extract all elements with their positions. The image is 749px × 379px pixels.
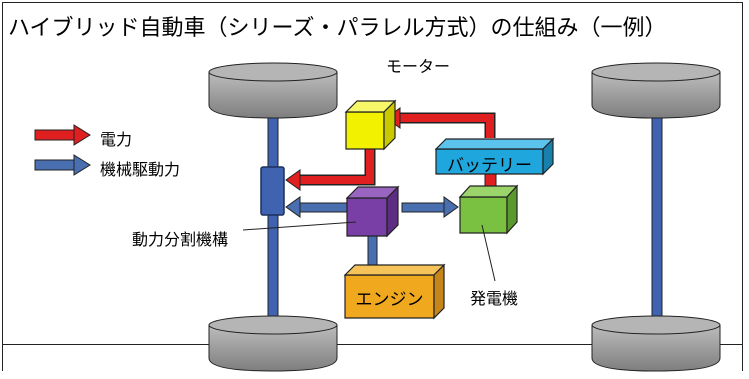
legend-mechanical-arrow bbox=[34, 154, 91, 176]
diagram-title: ハイブリッド自動車（シリーズ・パラレル方式）の仕組み（一例） bbox=[8, 16, 667, 41]
wheel-front-right bbox=[591, 62, 721, 119]
split-to-generator-arrowhead bbox=[443, 196, 459, 218]
motor-label: モーター bbox=[386, 57, 451, 76]
generator-leader-line bbox=[481, 224, 496, 282]
power-split-label: 動力分割機構 bbox=[132, 230, 229, 249]
engine-to-split-shaft bbox=[367, 235, 378, 267]
right-axle bbox=[651, 111, 663, 327]
wheel-rear-left bbox=[208, 315, 338, 372]
motor-cube bbox=[344, 99, 397, 151]
legend-electric-arrow bbox=[34, 124, 91, 146]
legend-electric-label: 電力 bbox=[100, 130, 133, 149]
split-to-axle-shaft bbox=[297, 202, 349, 213]
engine-label: エンジン bbox=[355, 290, 424, 310]
split-to-axle-arrowhead bbox=[285, 196, 301, 218]
power-split-leader-line bbox=[242, 221, 357, 231]
battery-label: バッテリー bbox=[447, 156, 532, 176]
power-split-cube bbox=[345, 185, 400, 238]
differential-box bbox=[260, 166, 285, 216]
legend-mechanical-label: 機械駆動力 bbox=[100, 160, 181, 179]
battery-box bbox=[434, 137, 555, 176]
wheel-rear-right bbox=[591, 315, 721, 372]
frame-divider bbox=[2, 344, 743, 345]
motor-to-axle-arrow-path bbox=[298, 148, 376, 186]
engine-box bbox=[343, 263, 446, 320]
wheel-front-left bbox=[208, 62, 338, 119]
split-to-generator-shaft bbox=[401, 202, 447, 213]
generator-cube bbox=[458, 184, 519, 235]
motor-to-axle-arrowhead bbox=[285, 169, 301, 191]
diagram-frame bbox=[2, 2, 743, 371]
left-axle bbox=[267, 111, 279, 327]
generator-label: 発電機 bbox=[470, 289, 519, 308]
